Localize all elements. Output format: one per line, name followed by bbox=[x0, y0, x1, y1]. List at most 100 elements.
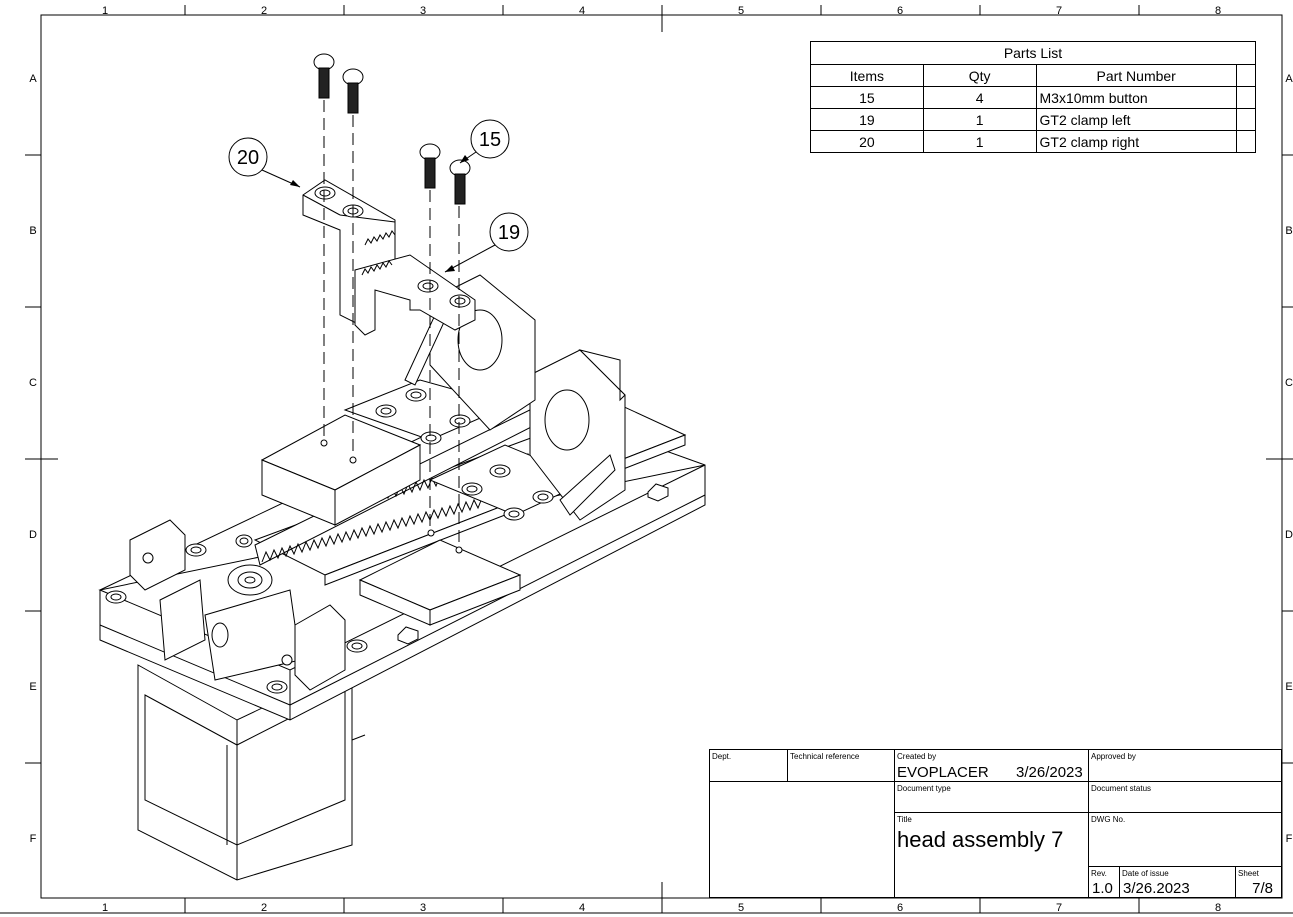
dwg-no-label: DWG No. bbox=[1091, 815, 1126, 824]
zone-row-d-right: D bbox=[1285, 529, 1293, 541]
screw-2 bbox=[342, 68, 364, 114]
cell-blank bbox=[1235, 130, 1257, 153]
header-qty: Qty bbox=[922, 64, 1037, 87]
callout-label-19: 19 bbox=[498, 222, 520, 244]
zone-row-b-right: B bbox=[1285, 225, 1292, 237]
cell-item: 15 bbox=[810, 86, 924, 109]
callout-balloon-20: 20 bbox=[228, 137, 301, 188]
tech-ref-cell: Technical reference bbox=[787, 749, 895, 782]
zone-col-8-bottom: 8 bbox=[1215, 902, 1221, 914]
zone-col-4-top: 4 bbox=[579, 5, 585, 17]
screw-1 bbox=[313, 53, 335, 99]
zone-col-5-bottom: 5 bbox=[738, 902, 744, 914]
date-of-issue-value: 3/26.2023 bbox=[1123, 880, 1190, 897]
table-row: 20 1 GT2 clamp right bbox=[810, 130, 1257, 153]
cell-blank bbox=[1235, 108, 1257, 131]
zone-row-a-left: A bbox=[29, 73, 37, 85]
document-status-cell: Document status bbox=[1088, 781, 1282, 813]
cell-qty: 1 bbox=[922, 130, 1037, 153]
date-of-issue-cell: Date of issue 3/26.2023 bbox=[1119, 866, 1236, 898]
document-type-cell: Document type bbox=[894, 781, 1089, 813]
created-date-value: 3/26/2023 bbox=[1016, 764, 1083, 781]
zone-row-c-left: C bbox=[29, 377, 37, 389]
zone-row-c-right: C bbox=[1285, 377, 1293, 389]
zone-col-5-top: 5 bbox=[738, 5, 744, 17]
callout-balloon-19: 19 bbox=[444, 212, 529, 273]
screw-4 bbox=[449, 159, 471, 205]
sheet-value: 7/8 bbox=[1252, 880, 1273, 897]
cell-part: GT2 clamp left bbox=[1035, 108, 1237, 131]
parts-list-table: Parts List Items Qty Part Number 15 4 M3… bbox=[810, 41, 1257, 153]
carriage bbox=[260, 379, 592, 626]
document-type-label: Document type bbox=[897, 784, 951, 793]
assembly-drawing bbox=[98, 179, 706, 881]
screw-3 bbox=[419, 143, 441, 189]
cell-item: 19 bbox=[810, 108, 924, 131]
tech-ref-label: Technical reference bbox=[790, 752, 860, 761]
zone-row-b-left: B bbox=[29, 225, 36, 237]
title-label: Title bbox=[897, 815, 912, 824]
gt2-clamp-right bbox=[302, 179, 396, 326]
cell-part: M3x10mm button bbox=[1035, 86, 1237, 109]
zone-col-4-bottom: 4 bbox=[579, 902, 585, 914]
stepper-motor bbox=[137, 664, 366, 881]
created-by-cell: Created by EVOPLACER 3/26/2023 bbox=[894, 749, 1089, 782]
header-part-number: Part Number bbox=[1035, 64, 1237, 87]
created-by-value: EVOPLACER bbox=[897, 764, 989, 781]
mounting-holes bbox=[105, 388, 554, 694]
title-cell: Title head assembly 7 bbox=[894, 812, 1089, 898]
cell-blank bbox=[1235, 86, 1257, 109]
dept-label: Dept. bbox=[712, 752, 732, 761]
parts-list-header-row: Items Qty Part Number bbox=[810, 64, 1257, 87]
zone-row-d-left: D bbox=[29, 529, 37, 541]
blank-cell bbox=[709, 781, 895, 898]
sheet-label: Sheet bbox=[1238, 869, 1259, 878]
zone-row-e-left: E bbox=[29, 681, 36, 693]
zone-row-f-right: F bbox=[1286, 833, 1293, 845]
zone-col-8-top: 8 bbox=[1215, 5, 1221, 17]
callout-label-15: 15 bbox=[479, 129, 501, 151]
zone-col-3-top: 3 bbox=[420, 5, 426, 17]
zone-col-7-top: 7 bbox=[1056, 5, 1062, 17]
rev-cell: Rev. 1.0 bbox=[1088, 866, 1120, 898]
table-row: 15 4 M3x10mm button bbox=[810, 86, 1257, 109]
created-by-label: Created by bbox=[897, 752, 937, 761]
zone-col-6-top: 6 bbox=[897, 5, 903, 17]
header-items: Items bbox=[810, 64, 924, 87]
zone-ticks bbox=[0, 5, 1293, 914]
zone-col-1-top: 1 bbox=[102, 5, 108, 17]
gt2-clamp-left bbox=[354, 254, 476, 336]
cell-qty: 4 bbox=[922, 86, 1037, 109]
zone-labels: 1 2 3 4 5 6 7 8 1 2 3 4 5 6 7 8 A B C D … bbox=[29, 5, 1293, 914]
header-blank bbox=[1235, 64, 1257, 87]
rev-label: Rev. bbox=[1091, 869, 1107, 878]
zone-col-3-bottom: 3 bbox=[420, 902, 426, 914]
zone-col-2-top: 2 bbox=[261, 5, 267, 17]
zone-row-f-left: F bbox=[30, 833, 37, 845]
zone-col-1-bottom: 1 bbox=[102, 902, 108, 914]
assembly-paths bbox=[323, 100, 460, 547]
motor-bracket-right bbox=[529, 349, 626, 521]
callout-balloon-15: 15 bbox=[459, 119, 510, 164]
callout-label-20: 20 bbox=[237, 147, 259, 169]
cell-qty: 1 bbox=[922, 108, 1037, 131]
date-of-issue-label: Date of issue bbox=[1122, 869, 1169, 878]
zone-col-7-bottom: 7 bbox=[1056, 902, 1062, 914]
sheet-cell: Sheet 7/8 bbox=[1235, 866, 1282, 898]
rev-value: 1.0 bbox=[1092, 880, 1113, 897]
zone-row-e-right: E bbox=[1285, 681, 1292, 693]
screws bbox=[313, 53, 471, 205]
cell-part: GT2 clamp right bbox=[1035, 130, 1237, 153]
dwg-no-cell: DWG No. bbox=[1088, 812, 1282, 867]
zone-col-6-bottom: 6 bbox=[897, 902, 903, 914]
cell-item: 20 bbox=[810, 130, 924, 153]
dept-cell: Dept. bbox=[709, 749, 788, 782]
parts-list-title: Parts List bbox=[810, 41, 1256, 65]
zone-row-a-right: A bbox=[1285, 73, 1293, 85]
approved-by-cell: Approved by bbox=[1088, 749, 1282, 782]
idler-assembly bbox=[129, 519, 346, 691]
approved-by-label: Approved by bbox=[1091, 752, 1136, 761]
zone-col-2-bottom: 2 bbox=[261, 902, 267, 914]
table-row: 19 1 GT2 clamp left bbox=[810, 108, 1257, 131]
